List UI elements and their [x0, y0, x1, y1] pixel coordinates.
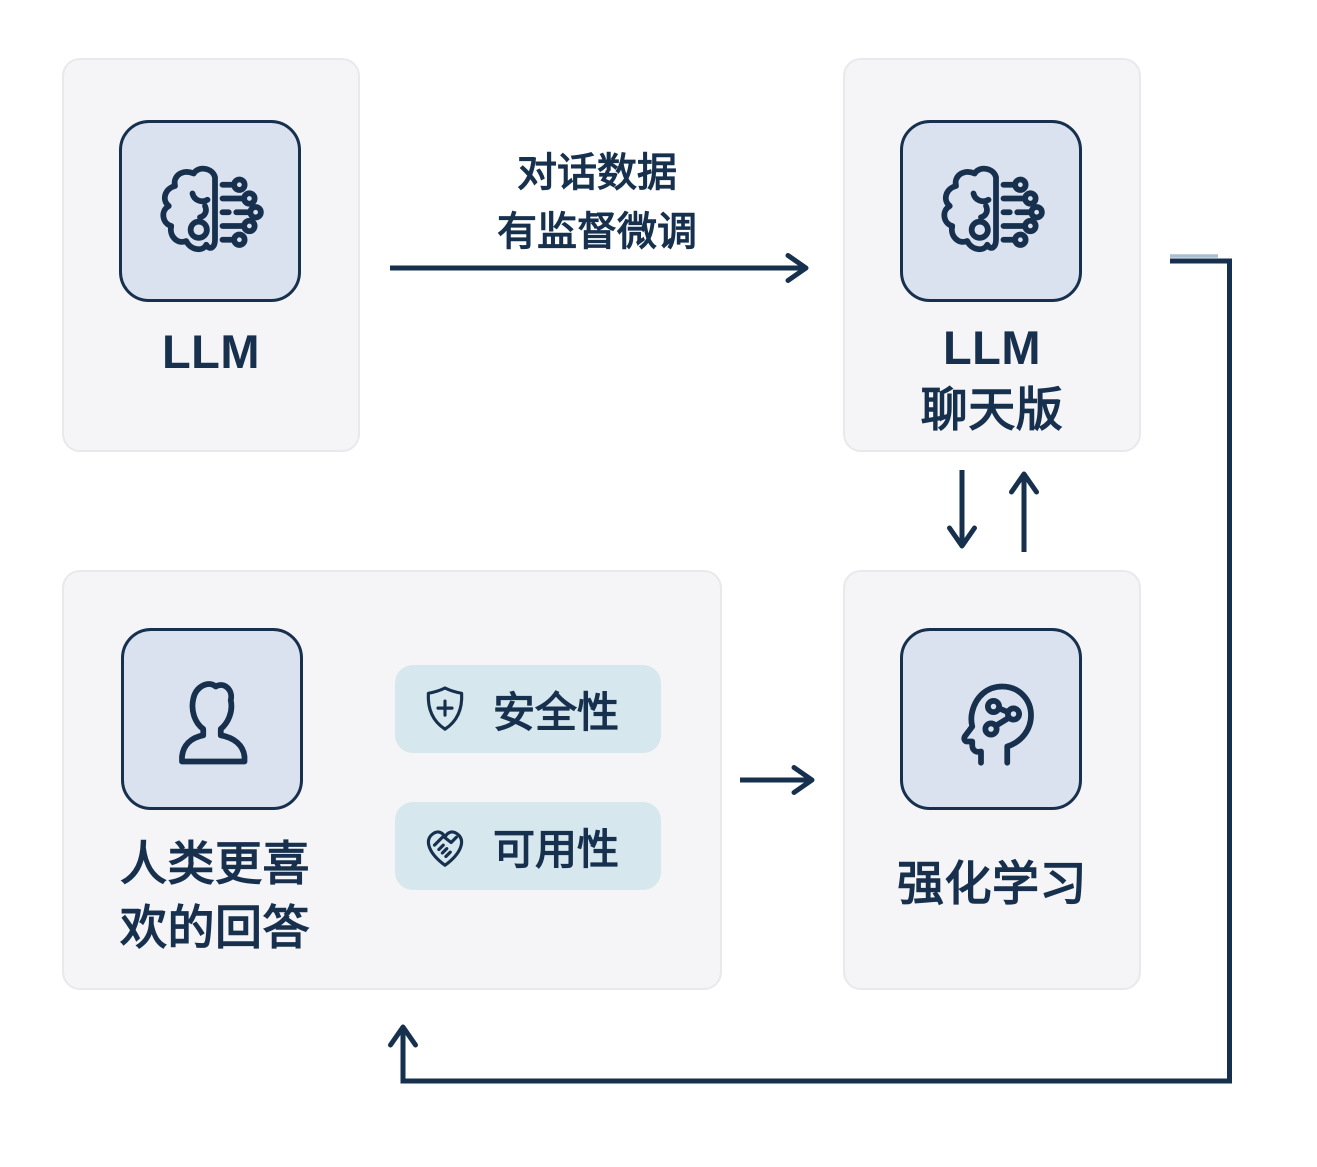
llm-label: LLM — [161, 325, 261, 378]
usability-badge: 可用性 — [395, 802, 661, 890]
usability-badge-label: 可用性 — [493, 825, 620, 873]
safety-badge-label: 安全性 — [493, 688, 620, 736]
rl-label: 强化学习 — [897, 857, 1087, 910]
sft-edge-label: 对话数据 有监督微调 — [385, 144, 809, 262]
llm-chat-label-line2: 聊天版 — [920, 383, 1064, 436]
llm-chat-icon-tile — [900, 120, 1082, 302]
sft-edge-label-line1: 对话数据 — [517, 151, 677, 195]
node-human-preferred: 人类更喜 欢的回答 安全性 可用性 — [62, 570, 722, 990]
llm-icon-tile — [119, 120, 301, 302]
node-reinforcement-learning: 强化学习 — [843, 570, 1141, 990]
human-preferred-label-line1: 人类更喜 — [120, 837, 310, 890]
human-icon-tile — [121, 628, 303, 810]
sft-edge-label-line2: 有监督微调 — [497, 210, 697, 254]
feedback-loop-arrow — [388, 258, 1232, 1084]
head-network-icon — [961, 683, 1034, 766]
node-llm: LLM — [62, 58, 360, 452]
brain-circuit-icon — [160, 165, 264, 253]
brain-circuit-icon — [941, 165, 1045, 253]
handshake-heart-icon — [426, 830, 464, 867]
node-llm-chat: LLM 聊天版 — [843, 58, 1141, 452]
safety-badge: 安全性 — [395, 665, 661, 753]
person-icon — [179, 681, 248, 765]
rl-icon-tile — [900, 628, 1082, 810]
human-preferred-label-line2: 欢的回答 — [120, 901, 310, 954]
shield-plus-icon — [426, 686, 464, 731]
llm-chat-label-line1: LLM — [942, 321, 1042, 374]
